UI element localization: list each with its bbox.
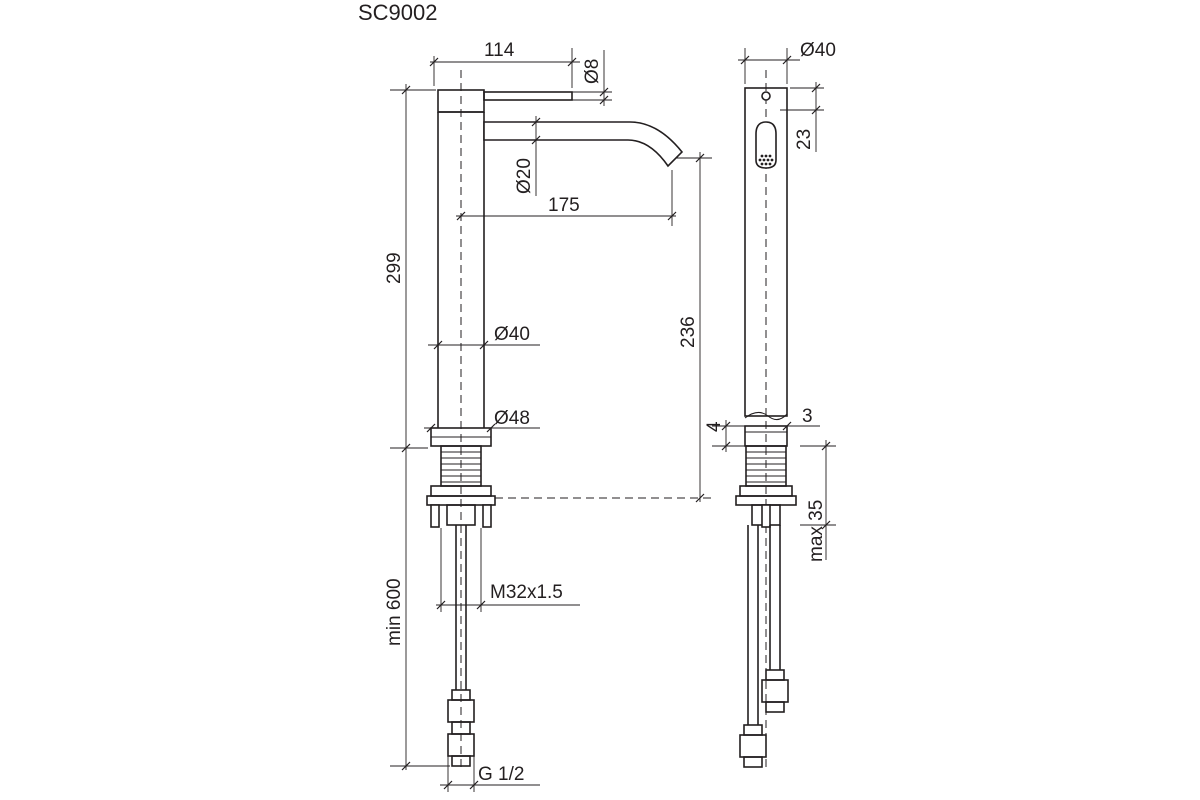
front-view xyxy=(426,70,684,770)
stud-left xyxy=(430,504,440,528)
side-threaded-shank xyxy=(745,445,787,487)
aerator-mesh xyxy=(758,154,774,166)
side-dim-23-label: 23 xyxy=(794,129,815,150)
handle-pin xyxy=(761,91,771,101)
stud-right xyxy=(482,504,492,528)
side-hose-nut-left xyxy=(739,734,767,758)
lock-nut xyxy=(446,504,476,526)
handle-lever xyxy=(483,91,573,101)
dim-thread-label: M32x1.5 xyxy=(490,582,563,603)
dim-299-label: 299 xyxy=(384,252,405,284)
dim-d40-label: Ø40 xyxy=(494,324,530,345)
drawing-title: SC9002 xyxy=(358,0,438,25)
side-stud xyxy=(761,504,771,528)
side-dim-4-label: 4 xyxy=(704,421,725,432)
dim-d20-label: Ø20 xyxy=(514,158,535,194)
break-line xyxy=(744,412,788,420)
threaded-shank xyxy=(440,445,482,487)
side-dim-3-label: 3 xyxy=(802,406,813,427)
spout xyxy=(483,121,684,168)
dim-114-label: 114 xyxy=(484,40,515,61)
dim-d8-label: Ø8 xyxy=(582,59,603,84)
dim-d48-label: Ø48 xyxy=(494,408,530,429)
side-view xyxy=(735,70,797,770)
side-dim-max35-label: max 35 xyxy=(806,500,827,562)
dim-236-label: 236 xyxy=(678,316,699,348)
front-dimensions: 114 Ø8 Ø20 175 299 Ø40 xyxy=(384,40,712,792)
dim-g12-label: G 1/2 xyxy=(478,764,524,785)
dim-min600-label: min 600 xyxy=(384,578,405,646)
aerator-slot xyxy=(755,121,777,169)
side-dimensions: Ø40 23 4 3 max 35 xyxy=(704,40,836,562)
dim-175-label: 175 xyxy=(548,195,580,216)
side-dim-d40-label: Ø40 xyxy=(800,40,836,61)
